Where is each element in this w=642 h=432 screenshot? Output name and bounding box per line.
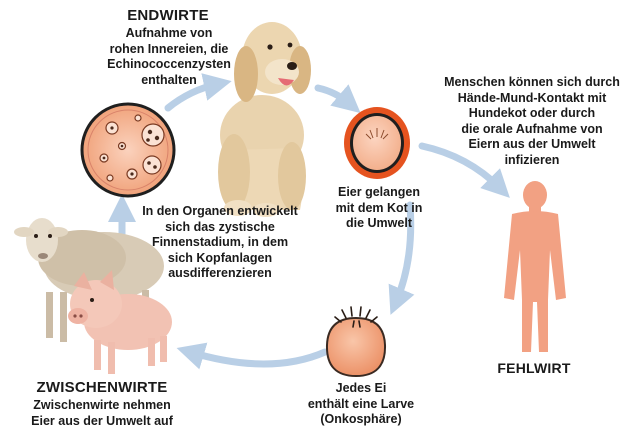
tissue-cyst-illustration [82, 104, 174, 196]
human-silhouette [504, 181, 566, 352]
arrow-larva-to-sheep [190, 352, 325, 364]
arrow-dog-to-egg [318, 88, 350, 104]
zwischenwirte-description: Zwischenwirte nehmen Eier aus der Umwelt… [12, 398, 192, 429]
endwirte-heading: ENDWIRTE [98, 7, 238, 24]
organ-stage-description: In den Organen entwickelt sich das zysti… [128, 204, 312, 282]
egg-stage-description: Eier gelangen mit dem Kot in die Umwelt [324, 185, 434, 232]
fehlwirt-heading: FEHLWIRT [478, 360, 590, 376]
zwischenwirte-heading: ZWISCHENWIRTE [12, 379, 192, 396]
larva-illustration [327, 307, 385, 376]
fehlwirt-description: Menschen können sich durch Hände-Mund-Ko… [432, 75, 632, 168]
endwirte-description: Aufnahme von rohen Innereien, die Echino… [84, 26, 254, 88]
egg-illustration [344, 107, 410, 179]
larva-stage-description: Jedes Ei enthält eine Larve (Onkosphäre) [296, 381, 426, 428]
